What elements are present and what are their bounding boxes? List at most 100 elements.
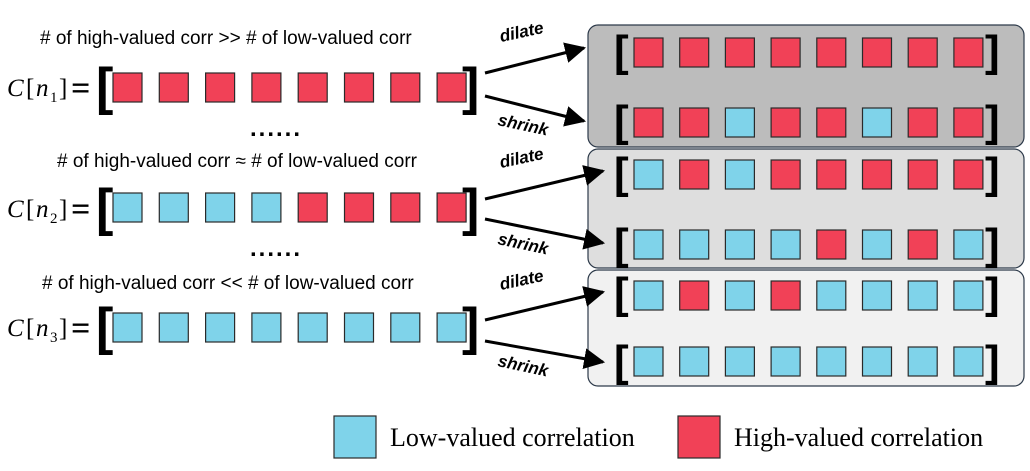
legend-label-low: Low-valued correlation <box>390 423 635 452</box>
input-cell-3-3-low <box>205 312 236 343</box>
dilate-label-1: dilate <box>498 18 545 46</box>
shrink-cell-1-4-high <box>770 107 801 138</box>
row-label-open-1: [ <box>26 75 34 102</box>
dilate-bracket-close-3: ] <box>985 269 1000 318</box>
dilate-cell-1-1-high <box>633 37 664 68</box>
input-cell-3-6-low <box>343 312 375 343</box>
dilate-cell-3-5-low <box>816 280 847 311</box>
input-cell-1-1-high <box>112 72 143 103</box>
dilate-cell-3-1-low <box>633 280 664 311</box>
input-bracket-open-2: [ <box>96 179 113 237</box>
row-label-3: C [ n 3 ] = <box>7 310 90 347</box>
shrink-cell-3-1-low <box>633 346 664 377</box>
dilate-cell-2-4-high <box>770 159 801 190</box>
dilate-arrow-2 <box>484 165 606 201</box>
ellipsis-2: ...... <box>250 235 302 262</box>
dilate-cell-2-8-high <box>953 159 984 190</box>
dilate-bracket-close-2: ] <box>985 149 1000 198</box>
dilate-bracket-open-2: [ <box>614 149 629 198</box>
dilate-bracket-open-1: [ <box>614 27 629 76</box>
shrink-cell-2-4-low <box>770 229 801 260</box>
input-cell-3-7-low <box>390 312 421 343</box>
input-cell-1-6-high <box>343 72 375 103</box>
dilate-arrow-3 <box>484 286 606 322</box>
shrink-arrow-3 <box>484 339 606 370</box>
shrink-label-1: shrink <box>496 110 551 140</box>
shrink-arrow-2 <box>484 217 606 250</box>
input-cell-3-4-low <box>251 312 282 343</box>
dilate-arrow-1 <box>484 42 587 75</box>
dilate-cell-3-8-low <box>953 280 984 311</box>
dilate-label-3: dilate <box>498 266 545 294</box>
dilate-cell-1-2-high <box>679 37 710 68</box>
row-label-var-2: n <box>36 196 49 223</box>
shrink-cell-1-7-high <box>907 107 938 138</box>
row-label-var-3: n <box>36 315 49 342</box>
equals-sign-1: = <box>71 70 90 107</box>
input-cell-1-4-high <box>251 72 282 103</box>
shrink-cell-2-7-high <box>907 229 938 260</box>
dilate-cell-3-4-high <box>770 280 801 311</box>
row-label-sub-3: 3 <box>50 330 58 346</box>
shrink-bracket-open-3: [ <box>614 337 629 386</box>
input-cell-1-8-high <box>436 72 467 103</box>
input-cell-2-6-high <box>343 192 375 223</box>
row-label-2: C [ n 2 ] = <box>7 191 90 228</box>
legend-swatch-high <box>677 415 721 459</box>
dilate-cell-3-7-low <box>907 280 938 311</box>
dilate-cell-1-3-high <box>724 37 756 68</box>
row-label-1: C [ n 1 ] = <box>7 70 90 107</box>
dilate-cell-1-8-high <box>953 37 984 68</box>
shrink-cell-3-4-low <box>770 346 801 377</box>
row-label-sub-2: 2 <box>50 211 58 227</box>
row-label-symbol-2: C <box>7 196 24 223</box>
dilate-cell-2-6-high <box>861 159 893 190</box>
dilate-cell-1-5-high <box>816 37 847 68</box>
input-cell-2-8-high <box>436 192 467 223</box>
condition-text-2: # of high-valued corr ≈ # of low-valued … <box>57 151 418 172</box>
equals-sign-3: = <box>71 310 90 347</box>
shrink-cell-2-3-low <box>724 229 756 260</box>
shrink-cell-1-5-high <box>816 107 847 138</box>
shrink-label-2: shrink <box>496 229 551 259</box>
shrink-cell-2-6-low <box>861 229 893 260</box>
input-bracket-open-3: [ <box>96 298 113 356</box>
input-cell-3-8-low <box>436 312 467 343</box>
dilate-cell-1-4-high <box>770 37 801 68</box>
dilate-cell-2-2-high <box>679 159 710 190</box>
row-label-open-2: [ <box>26 196 34 223</box>
dilate-cell-2-5-high <box>816 159 847 190</box>
input-cell-1-7-high <box>390 72 421 103</box>
shrink-cell-3-3-low <box>724 346 756 377</box>
row-label-symbol-1: C <box>7 75 24 102</box>
condition-text-3: # of high-valued corr << # of low-valued… <box>42 273 414 294</box>
shrink-cell-3-8-low <box>953 346 984 377</box>
input-bracket-open-1: [ <box>96 58 113 116</box>
equals-sign-2: = <box>71 191 90 228</box>
ellipsis-1: ...... <box>250 115 302 142</box>
dilate-cell-1-7-high <box>907 37 938 68</box>
row-label-close-1: ] <box>59 75 67 102</box>
shrink-cell-1-3-low <box>724 107 756 138</box>
dilate-cell-2-3-low <box>724 159 756 190</box>
dilate-cell-3-2-high <box>679 280 710 311</box>
shrink-label-3: shrink <box>496 351 551 381</box>
shrink-cell-1-1-high <box>633 107 664 138</box>
shrink-cell-2-2-low <box>679 229 710 260</box>
row-label-close-2: ] <box>59 196 67 223</box>
input-cell-3-2-low <box>158 312 189 343</box>
shrink-cell-3-2-low <box>679 346 710 377</box>
shrink-cell-1-6-low <box>861 107 893 138</box>
shrink-bracket-open-2: [ <box>614 220 629 269</box>
dilate-label-2: dilate <box>498 144 545 172</box>
input-cell-3-1-low <box>112 312 143 343</box>
shrink-cell-2-1-low <box>633 229 664 260</box>
dilate-cell-3-3-low <box>724 280 756 311</box>
shrink-cell-2-5-high <box>816 229 847 260</box>
row-label-var-1: n <box>36 75 49 102</box>
shrink-bracket-close-3: ] <box>985 337 1000 386</box>
legend-swatch-low <box>333 415 377 459</box>
input-cell-2-5-high <box>297 192 328 223</box>
shrink-cell-2-8-low <box>953 229 984 260</box>
